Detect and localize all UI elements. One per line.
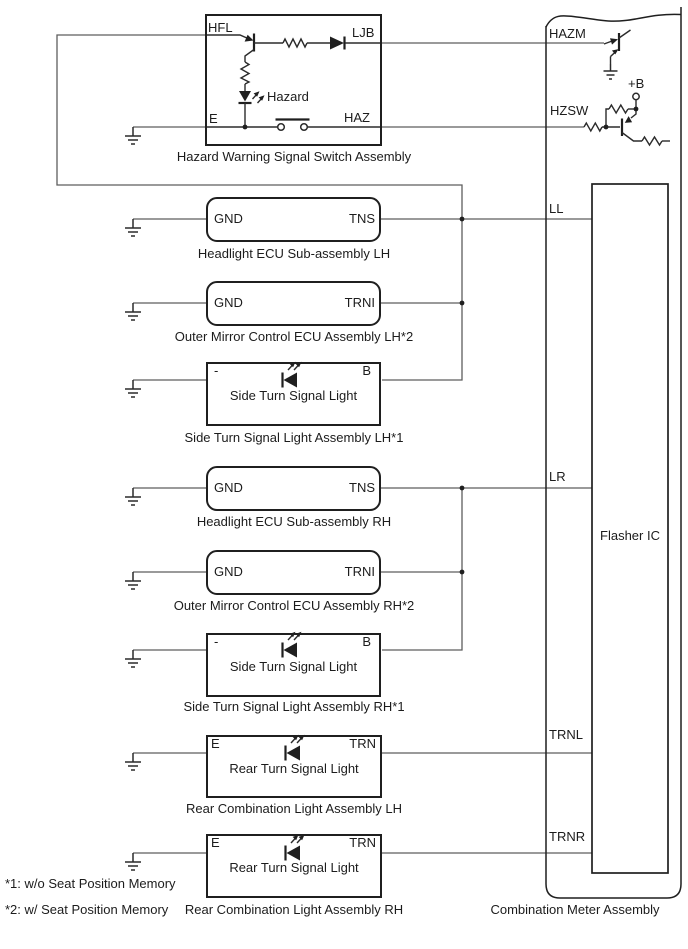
pin-label-trni: TRNI: [344, 295, 375, 310]
pin-label-minus: -: [214, 363, 219, 378]
block-caption: Rear Combination Light Assembly RH: [184, 902, 404, 917]
outer-mirror-ecu-rh-box: [206, 550, 381, 595]
side-turn-lh-box: [206, 362, 381, 426]
hazard-switch-caption: Hazard Warning Signal Switch Assembly: [176, 149, 412, 164]
plus-b-label: +B: [628, 76, 645, 91]
footnote-2: *2: w/ Seat Position Memory: [5, 902, 169, 917]
pin-label-e: E: [211, 835, 220, 850]
resistor-icon: [282, 37, 330, 49]
pin-label-hzsw: HZSW: [550, 103, 589, 118]
wire-ground-stubs: [133, 126, 206, 854]
block-inner-label: Rear Turn Signal Light: [229, 761, 359, 776]
transistor-icon-hazm: [603, 29, 631, 64]
headlight-ecu-lh-box: [206, 197, 381, 242]
transistor-icon-hzsw: [620, 109, 642, 142]
pin-label-e: E: [209, 111, 218, 126]
pin-label-hazm: HAZM: [549, 26, 586, 41]
resistor-icon: [239, 61, 251, 91]
pin-label-gnd: GND: [214, 211, 243, 226]
side-turn-rh-box: [206, 633, 381, 697]
pin-label-ljb: LJB: [352, 25, 375, 40]
hazard-switch-icon: [206, 118, 382, 132]
pin-label-trn: TRN: [349, 736, 376, 751]
hazard-led-label: Hazard: [267, 89, 309, 104]
hazard-switch-box: [205, 14, 382, 146]
block-caption: Headlight ECU Sub-assembly LH: [197, 246, 391, 261]
pin-label-gnd: GND: [214, 295, 243, 310]
resistor-icon-hzsw: [583, 121, 620, 133]
block-caption: Outer Mirror Control ECU Assembly LH*2: [174, 329, 414, 344]
junction-dots: [459, 106, 639, 575]
rear-combination-rh-box: [206, 834, 382, 898]
junction-dot: [242, 124, 248, 130]
rear-combination-lh-box: [206, 735, 382, 798]
flasher-ic-box: [591, 183, 669, 874]
led-icon-rear-rh: [284, 834, 305, 861]
block-inner-label: Side Turn Signal Light: [229, 659, 358, 674]
block-caption: Outer Mirror Control ECU Assembly RH*2: [173, 598, 415, 613]
pin-label-gnd: GND: [214, 480, 243, 495]
footnote-1: *1: w/o Seat Position Memory: [5, 876, 176, 891]
pin-label-e: E: [211, 736, 220, 751]
block-inner-label: Rear Turn Signal Light: [229, 860, 359, 875]
block-caption: Headlight ECU Sub-assembly RH: [196, 514, 392, 529]
pin-label-minus: -: [214, 634, 219, 649]
block-caption: Rear Combination Light Assembly LH: [185, 801, 403, 816]
pin-label-trnl: TRNL: [549, 727, 583, 742]
pin-label-gnd: GND: [214, 564, 243, 579]
pin-label-hfl: HFL: [208, 20, 233, 35]
pin-label-b: B: [362, 634, 371, 649]
block-caption: Side Turn Signal Light Assembly RH*1: [183, 699, 405, 714]
wire-lr-bus: [382, 488, 463, 651]
pin-label-trnr: TRNR: [549, 829, 586, 844]
pin-label-b: B: [362, 363, 371, 378]
block-caption: Side Turn Signal Light Assembly LH*1: [184, 430, 404, 445]
resistor-icon-output: [641, 135, 670, 147]
pin-label-trni: TRNI: [344, 564, 375, 579]
combination-meter-caption: Combination Meter Assembly: [490, 902, 660, 917]
headlight-ecu-rh-box: [206, 466, 381, 511]
pin-label-lr: LR: [549, 469, 566, 484]
hazard-led-icon: [238, 91, 265, 127]
combination-meter-outline: [545, 7, 682, 899]
flasher-ic-label: Flasher IC: [600, 528, 660, 543]
outer-mirror-ecu-lh-box: [206, 281, 381, 326]
wire-hfl-to-ll-bus: [56, 34, 463, 381]
diode-icon: [330, 36, 382, 50]
transistor-icon: [206, 33, 283, 62]
pin-label-ll: LL: [549, 201, 564, 216]
block-inner-label: Side Turn Signal Light: [229, 388, 358, 403]
ground-icon-meter: [603, 64, 618, 80]
pin-label-tns: TNS: [349, 480, 375, 495]
pin-label-tns: TNS: [349, 211, 375, 226]
pin-label-haz: HAZ: [344, 110, 370, 125]
ground-icon: [125, 127, 141, 871]
pin-label-trn: TRN: [349, 835, 376, 850]
